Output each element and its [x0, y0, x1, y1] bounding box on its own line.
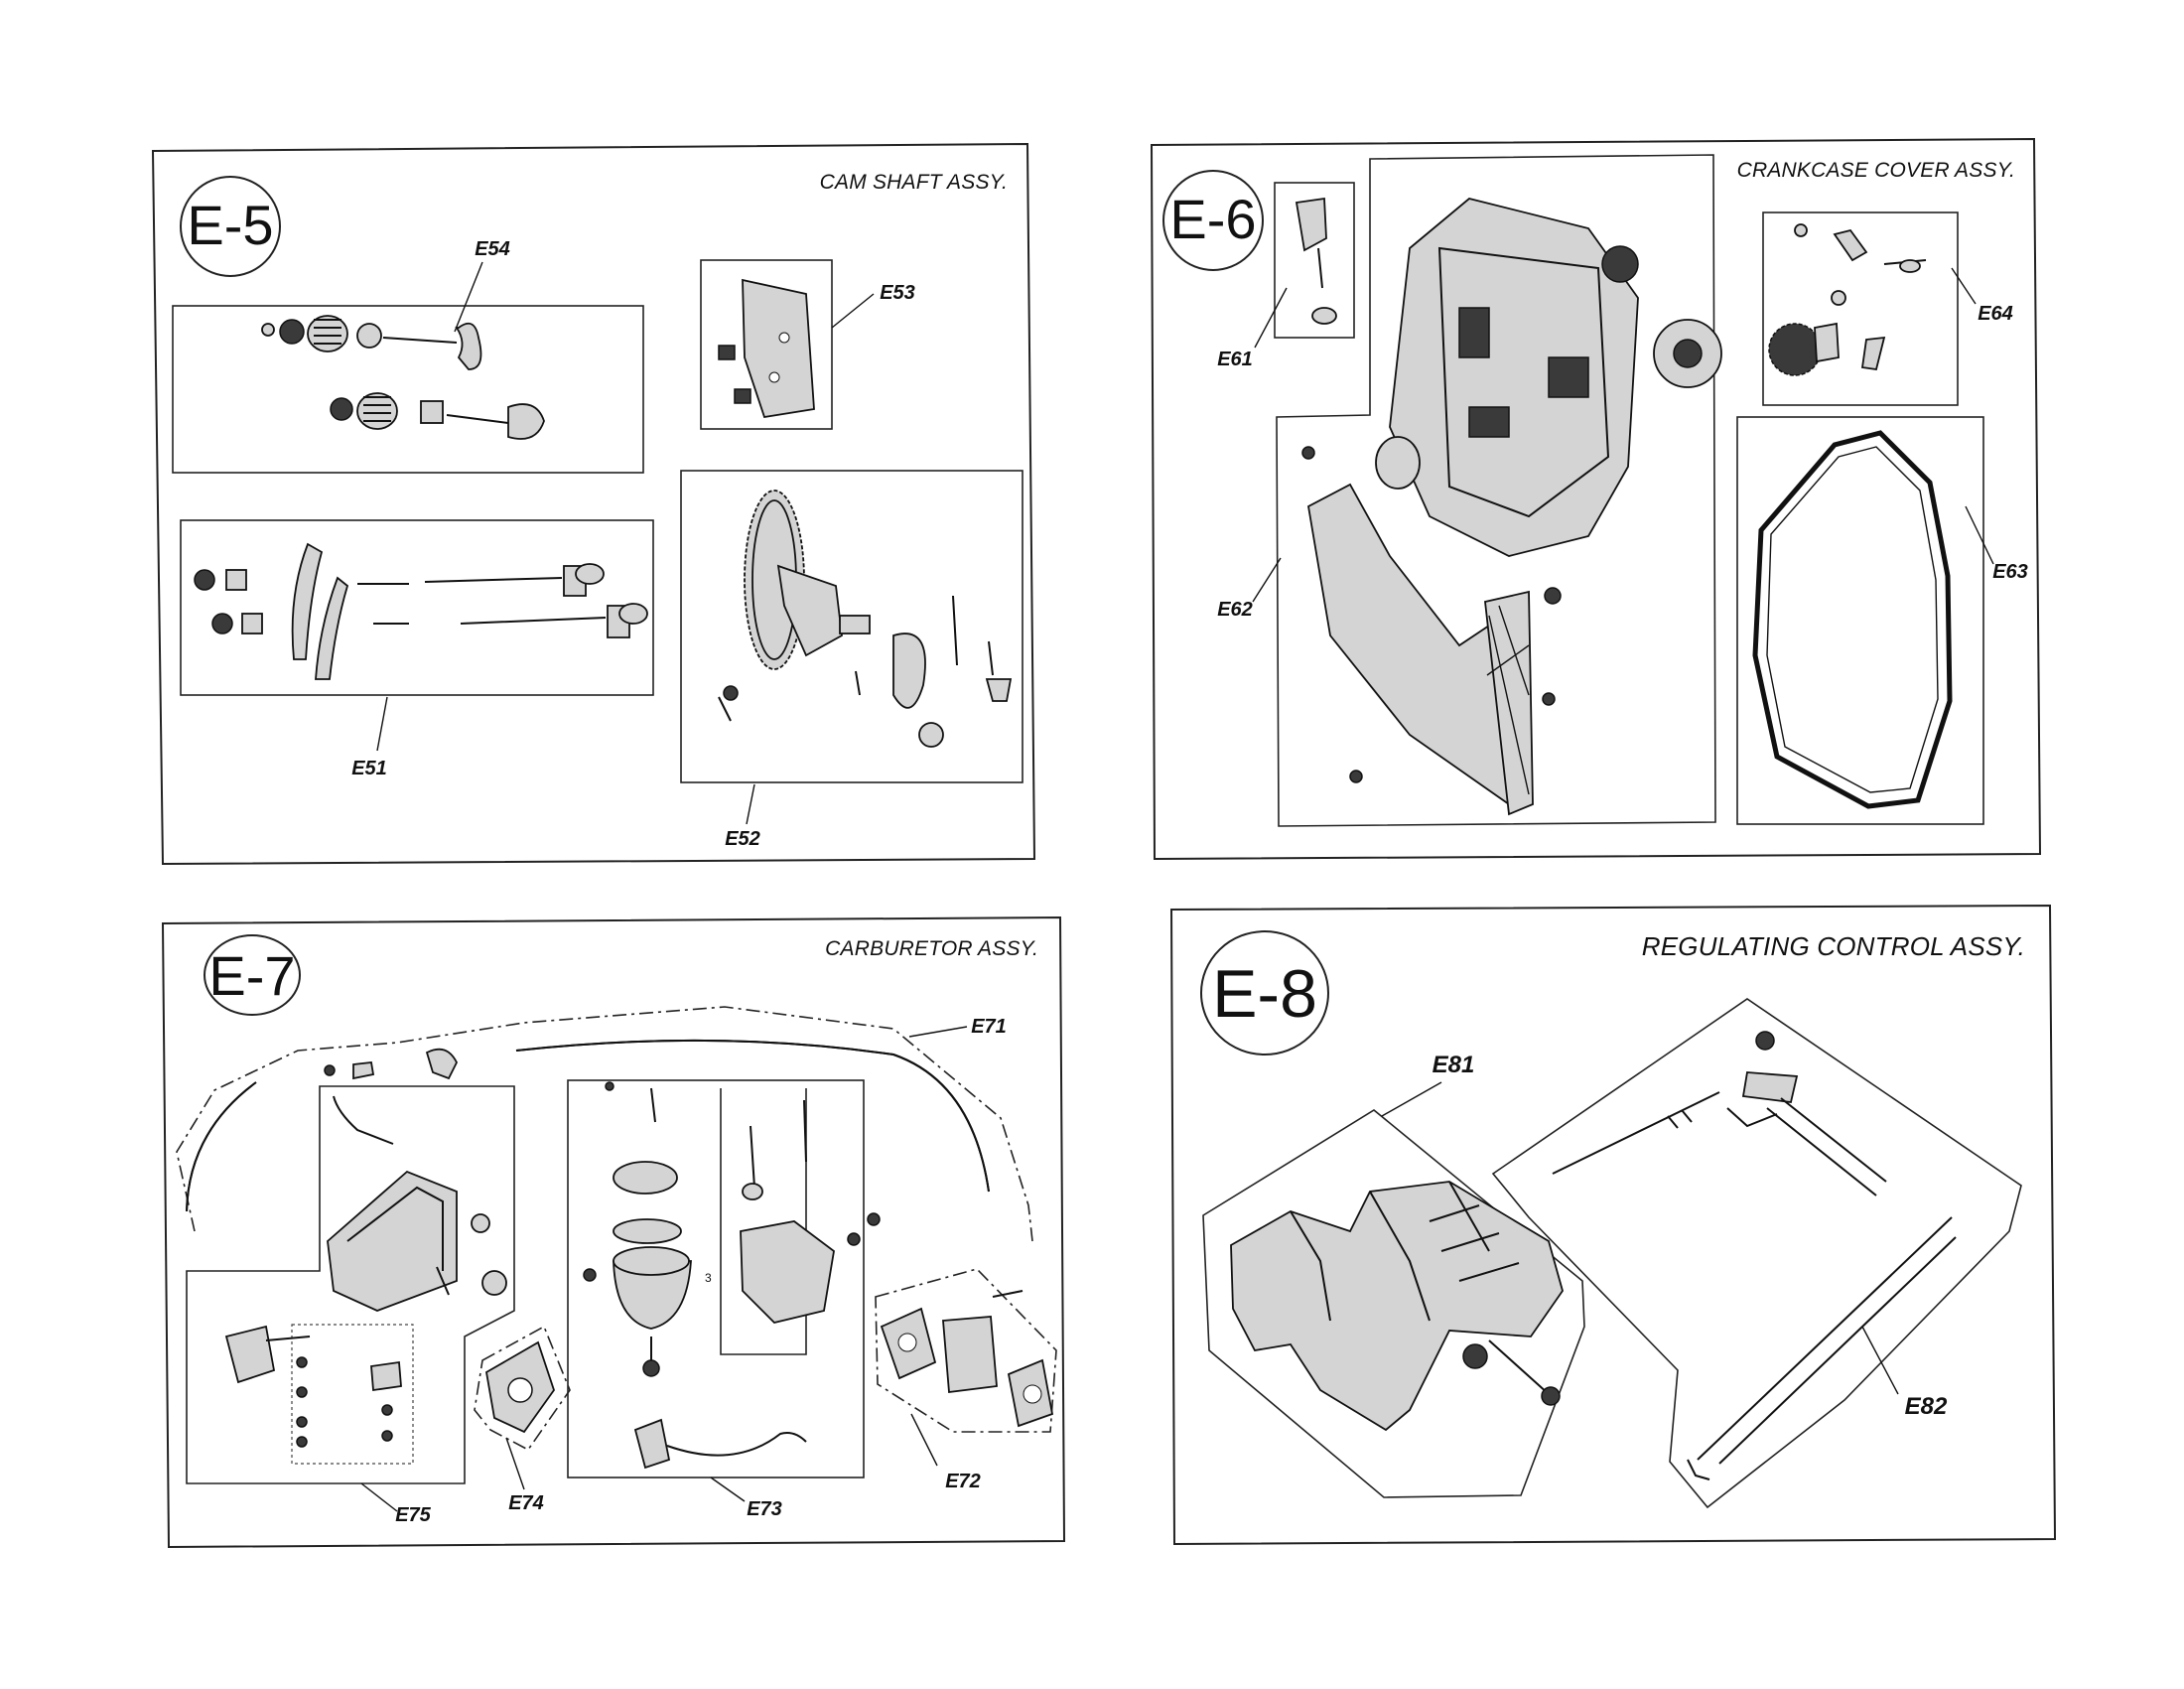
choke-group-box — [186, 1085, 515, 1484]
carburetor-subgroup-box — [720, 1088, 807, 1355]
fuel-line-group-outline — [176, 1006, 1033, 1242]
carburetor-group-box — [567, 1079, 865, 1478]
governor-cover-illustration — [1230, 1181, 1564, 1432]
governor-illustration — [1768, 223, 1927, 376]
part-label-e62: E62 — [1217, 599, 1253, 621]
control-lever-illustration — [1552, 1031, 1957, 1480]
panel-code-circle — [204, 934, 301, 1016]
part-label-e81: E81 — [1433, 1052, 1475, 1078]
leader-e82 — [1861, 1326, 1899, 1395]
part-label-e82: E82 — [1905, 1393, 1948, 1420]
part-label-e72: E72 — [945, 1471, 981, 1492]
plate-illustration — [718, 278, 815, 419]
part-label-e71: E71 — [971, 1016, 1007, 1038]
part-label-e53: E53 — [880, 282, 915, 304]
leader-e53 — [831, 293, 875, 329]
gasket-outline — [474, 1325, 571, 1452]
panel-title: CAM SHAFT ASSY. — [820, 171, 1008, 194]
valve-group-box — [172, 305, 644, 474]
gasket-illustration — [1752, 430, 1953, 809]
panel-frame — [161, 915, 1066, 1549]
panel-code: E-5 — [187, 194, 273, 256]
leader-e73 — [710, 1477, 746, 1502]
leader-e64 — [1951, 267, 1977, 305]
part-label-e51: E51 — [351, 758, 387, 779]
oil-cap-illustration — [1295, 197, 1337, 325]
panel-title: CRANKCASE COVER ASSY. — [1737, 159, 2015, 182]
part-label-e61: E61 — [1217, 349, 1253, 370]
insulator-outline — [875, 1268, 1057, 1433]
crankcase-cover-illustration — [1301, 198, 1722, 816]
carburetor-illustration — [583, 1081, 881, 1470]
panel-e5-cam-shaft-assy: E-5 CAM SHAFT ASSY. E54 — [151, 142, 1036, 866]
panel-frame — [1169, 904, 2057, 1546]
panel-frame — [1150, 137, 2042, 861]
part-label-e63: E63 — [1992, 561, 2028, 583]
plate-box — [700, 259, 833, 430]
panel-title: CARBURETOR ASSY. — [825, 937, 1038, 960]
panel-e6-crankcase-cover-assy: E-6 CRANKCASE COVER ASSY. E61 — [1150, 137, 2042, 861]
leader-e81 — [1381, 1081, 1442, 1117]
governor-arm-group-outline — [1202, 1109, 1585, 1498]
part-label-e64: E64 — [1978, 303, 2013, 325]
gasket-inner-edge — [1766, 446, 1939, 793]
leader-e61 — [1254, 287, 1288, 349]
choke-subgroup-box — [291, 1324, 414, 1465]
part-label-e74: E74 — [508, 1492, 544, 1514]
panel-code-circle — [1200, 930, 1329, 1056]
camshaft-gear-illustration — [718, 490, 1013, 748]
fuel-valve-parts — [324, 1048, 459, 1080]
control-lever-group-outline — [1491, 998, 2022, 1509]
panel-code-circle — [180, 176, 281, 277]
camshaft-group-box — [680, 470, 1024, 783]
insulator-illustration — [880, 1290, 1054, 1428]
panel-e7-carburetor-assy: E-7 CARBURETOR ASSY. E71 — [161, 915, 1066, 1549]
part-label-e54: E54 — [475, 238, 510, 260]
valve-parts-illustration — [261, 315, 545, 440]
leader-e54 — [454, 261, 483, 333]
panel-code: E-8 — [1212, 956, 1317, 1032]
part-label-e52: E52 — [725, 828, 760, 850]
leader-e71 — [908, 1026, 968, 1038]
part-label-e75: E75 — [395, 1504, 431, 1526]
panel-title: REGULATING CONTROL ASSY. — [1642, 931, 2025, 961]
oil-cap-box — [1274, 182, 1355, 339]
leader-e75 — [360, 1482, 398, 1512]
gasket-box — [1736, 416, 1984, 825]
leader-e52 — [746, 783, 755, 825]
panel-frame — [151, 142, 1036, 866]
governor-box — [1762, 211, 1959, 406]
rocker-group-box — [180, 519, 654, 696]
leader-e63 — [1965, 505, 1994, 565]
leader-e51 — [376, 696, 388, 752]
choke-parts-illustration — [224, 1095, 507, 1448]
rocker-parts-illustration — [194, 542, 648, 680]
crankcase-group-box — [1276, 154, 1716, 827]
part-label-e73: E73 — [747, 1498, 782, 1520]
leader-e62 — [1252, 557, 1282, 603]
panel-code: E-7 — [208, 944, 295, 1007]
callout-number: 3 — [705, 1271, 712, 1285]
panel-code-circle — [1162, 170, 1264, 271]
fuel-hose-illustration — [186, 1039, 990, 1212]
panel-e8-regulating-control-assy: E-8 REGULATING CONTROL ASSY. E81 — [1169, 904, 2057, 1546]
leader-e74 — [505, 1437, 525, 1490]
panel-code: E-6 — [1169, 188, 1256, 250]
leader-e72 — [910, 1413, 938, 1467]
